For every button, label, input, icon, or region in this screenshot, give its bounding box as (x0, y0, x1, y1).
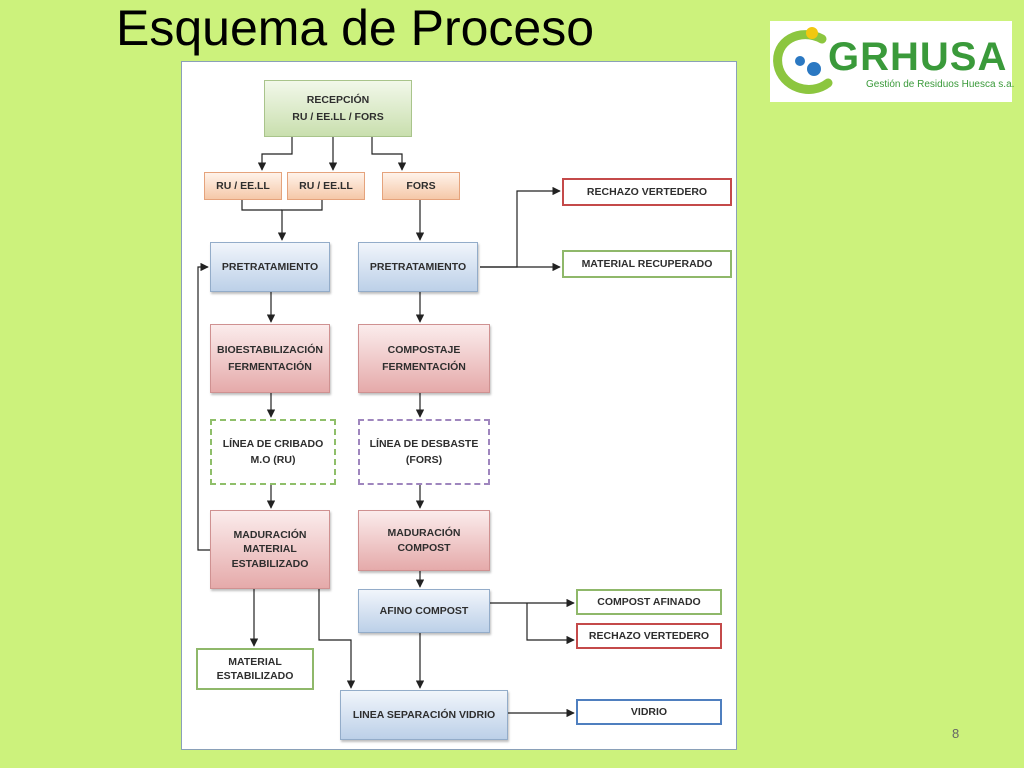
box-maduracion-material-line1: MADURACIÓN (233, 529, 307, 542)
box-linea-cribado: LÍNEA DE CRIBADO M.O (RU) (210, 419, 336, 485)
box-fors: FORS (382, 172, 460, 200)
arrow-to-rechazo-top (480, 186, 561, 268)
box-afino-compost-label: AFINO COMPOST (379, 604, 469, 617)
box-maduracion-compost-line1: MADURACIÓN (387, 527, 461, 540)
arrow-feedback-loop (197, 262, 210, 551)
diagram-connectors (197, 137, 575, 718)
box-compostaje-line2: FERMENTACIÓN (382, 360, 466, 373)
box-maduracion-compost-line2: COMPOST (397, 541, 451, 554)
box-pretratamiento-right: PRETRATAMIENTO (358, 242, 478, 292)
box-ru-eell-2: RU / EE.LL (287, 172, 365, 200)
box-pretratamiento-left: PRETRATAMIENTO (210, 242, 330, 292)
box-pretratamiento-right-label: PRETRATAMIENTO (369, 260, 467, 273)
box-linea-cribado-line1: LÍNEA DE CRIBADO (222, 437, 324, 450)
box-recepcion: RECEPCIÓN RU / EE.LL / FORS (264, 80, 412, 137)
logo-brand-text: GRHUSA (828, 35, 1008, 79)
box-pretratamiento-left-label: PRETRATAMIENTO (221, 260, 319, 273)
slide-title: Esquema de Proceso (116, 0, 595, 56)
box-maduracion-material-line3: ESTABILIZADO (231, 557, 309, 570)
box-bioestabilizacion: BIOESTABILIZACIÓN FERMENTACIÓN (210, 324, 330, 393)
box-vidrio-label: VIDRIO (630, 705, 668, 718)
company-logo: GRHUSA Gestión de Residuos Huesca s.a. (770, 21, 1015, 102)
arrow-ru-to-pretratamiento-2 (277, 199, 323, 241)
box-linea-desbaste-line1: LÍNEA DE DESBASTE (369, 437, 479, 450)
logo-tagline: Gestión de Residuos Huesca s.a. (866, 79, 1015, 90)
box-material-recuperado-label: MATERIAL RECUPERADO (581, 257, 713, 270)
box-material-estabilizado-line1: MATERIAL (228, 655, 282, 668)
box-rechazo-vertedero-bottom-label: RECHAZO VERTEDERO (588, 629, 710, 642)
box-linea-desbaste: LÍNEA DE DESBASTE (FORS) (358, 419, 490, 485)
box-maduracion-material-line2: MATERIAL (243, 543, 297, 556)
arrow-to-ru-eell-1 (257, 137, 293, 171)
box-vidrio: VIDRIO (576, 699, 722, 725)
box-ru-eell-2-label: RU / EE.LL (299, 179, 353, 192)
box-recepcion-line2: RU / EE.LL / FORS (292, 110, 384, 123)
box-maduracion-material: MADURACIÓN MATERIAL ESTABILIZADO (210, 510, 330, 589)
box-linea-separacion-vidrio-label: LINEA SEPARACIÓN VIDRIO (352, 708, 496, 721)
box-maduracion-compost: MADURACIÓN COMPOST (358, 510, 490, 571)
box-afino-compost: AFINO COMPOST (358, 589, 490, 633)
process-diagram: RECEPCIÓN RU / EE.LL / FORS RU / EE.LL R… (181, 61, 737, 750)
arrow-to-rechazo-bottom (526, 603, 575, 645)
box-material-estabilizado-line2: ESTABILIZADO (216, 670, 294, 682)
box-compost-afinado: COMPOST AFINADO (576, 589, 722, 615)
box-fors-label: FORS (406, 179, 436, 192)
box-rechazo-vertedero-top-label: RECHAZO VERTEDERO (586, 185, 708, 198)
arrow-to-linea-vidrio (318, 589, 356, 689)
box-bioestabilizacion-line1: BIOESTABILIZACIÓN (217, 344, 323, 357)
arrow-to-fors (371, 137, 407, 171)
box-linea-desbaste-line2: (FORS) (405, 454, 443, 466)
box-ru-eell-1: RU / EE.LL (204, 172, 282, 200)
page-number: 8 (952, 726, 960, 741)
box-compost-afinado-label: COMPOST AFINADO (597, 595, 701, 608)
box-material-estabilizado: MATERIAL ESTABILIZADO (196, 648, 314, 690)
box-recepcion-line1: RECEPCIÓN (306, 94, 370, 107)
arrow-ru-to-pretratamiento (241, 199, 282, 211)
box-ru-eell-1-label: RU / EE.LL (216, 179, 270, 192)
logo-swirl-icon (773, 27, 833, 94)
box-rechazo-vertedero-bottom: RECHAZO VERTEDERO (576, 623, 722, 649)
box-linea-cribado-line2: M.O (RU) (250, 454, 296, 466)
box-rechazo-vertedero-top: RECHAZO VERTEDERO (562, 178, 732, 206)
box-material-recuperado: MATERIAL RECUPERADO (562, 250, 732, 278)
box-compostaje-line1: COMPOSTAJE (387, 344, 461, 357)
box-compostaje: COMPOSTAJE FERMENTACIÓN (358, 324, 490, 393)
box-bioestabilizacion-line2: FERMENTACIÓN (228, 360, 312, 373)
box-linea-separacion-vidrio: LINEA SEPARACIÓN VIDRIO (340, 690, 508, 740)
